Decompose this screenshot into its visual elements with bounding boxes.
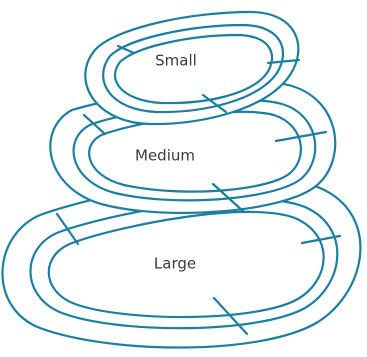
- tier-small-lane-outer: [102, 23, 285, 114]
- tier-small-outer-edge: [84, 10, 300, 126]
- tier-large-divider-right: [300, 234, 342, 245]
- tier-small-inner-edge: [114, 33, 274, 105]
- tier-small-divider-right: [266, 58, 301, 65]
- tier-small-divider-left: [116, 44, 136, 55]
- tier-medium-divider-bottom: [211, 182, 246, 214]
- tier-medium-divider-left: [82, 113, 107, 136]
- tier-large-divider-left: [55, 212, 80, 246]
- tier-medium-divider-right: [274, 130, 328, 143]
- tier-small-label: Small: [155, 52, 197, 70]
- tier-small: Small: [84, 10, 301, 126]
- tier-medium-label: Medium: [135, 147, 195, 165]
- tier-large: Large: [1, 176, 362, 349]
- tier-large-face: [2, 177, 361, 348]
- tier-large-label: Large: [154, 255, 196, 273]
- tier-small-divider-bottom: [201, 93, 228, 114]
- tier-large-divider-bottom: [212, 296, 249, 336]
- tier-large-inner-edge: [47, 210, 325, 319]
